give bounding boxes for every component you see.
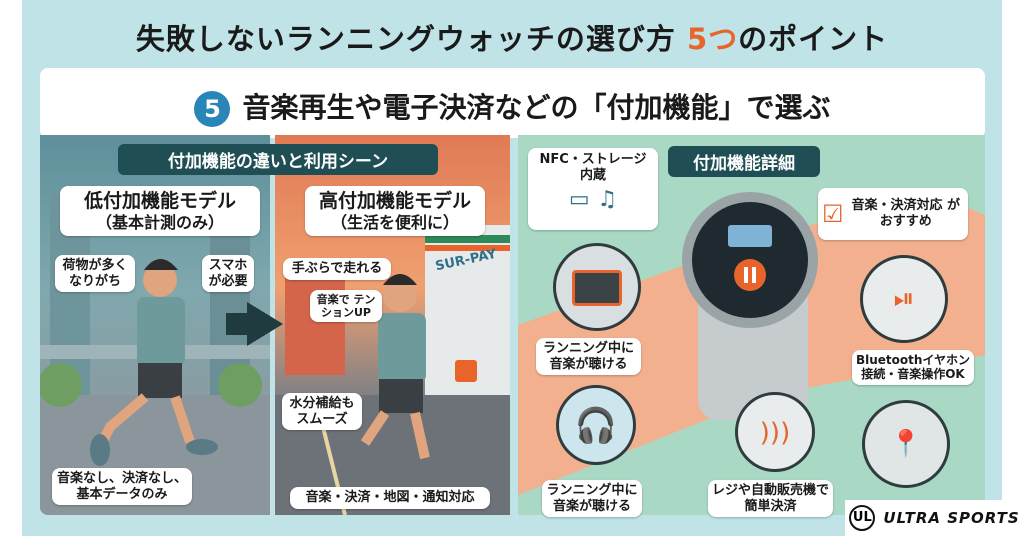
- details-tag: 付加機能詳細: [668, 146, 820, 177]
- music-motivation-bubble: 音楽で テンションUP: [310, 290, 382, 323]
- payment-bubble: レジや自動販売機で 簡単決済: [708, 480, 833, 518]
- point-header: 5 音楽再生や電子決済などの「付加機能」で選ぶ: [40, 68, 985, 138]
- rainy-city-runner-illustration: [40, 195, 270, 515]
- music-feature-bubble-1: ランニング中に 音楽が聴ける: [536, 338, 641, 376]
- high-model-title-bubble: 高付加機能モデル（生活を便利に）: [305, 186, 485, 236]
- music-feature-bubble-2: ランニング中に 音楽が聴ける: [542, 480, 642, 518]
- earbud-play-icon: ⏯: [893, 284, 915, 314]
- point-number-badge: 5: [194, 91, 231, 127]
- credit-card-and-music-icon: ▭ ♫: [568, 187, 618, 213]
- smartphone-bubble: スマホ が必要: [202, 255, 254, 293]
- contactless-icon: ))): [759, 418, 791, 448]
- main-title: 失敗しないランニングウォッチの選び方 5つのポイント: [135, 22, 889, 56]
- brand-logo: UL ULTRA SPORTS: [845, 500, 1024, 536]
- contactless-payment-circle: ))): [735, 392, 815, 472]
- logo-emblem: UL: [849, 505, 876, 531]
- point-title: 音楽再生や電子決済などの「付加機能」で選ぶ: [242, 91, 831, 124]
- recommend-bubble: ☑音楽・決済対応 がおすすめ: [818, 188, 968, 240]
- high-model-caption: 音楽・決済・地図・通知対応: [290, 487, 490, 509]
- checkbox-checked-icon: ☑: [822, 199, 844, 228]
- headphones-icon: 🎧: [574, 406, 618, 446]
- comparison-tag: 付加機能の違いと利用シーン: [118, 144, 438, 175]
- nfc-storage-bubble: NFC・ストレージ 内蔵 ▭ ♫: [528, 148, 658, 230]
- luggage-bubble: 荷物が多く なりがち: [55, 255, 135, 293]
- low-model-title-bubble: 低付加機能モデル（基本計測のみ）: [60, 186, 260, 236]
- low-model-caption: 音楽なし、決済なし、 基本データのみ: [52, 468, 192, 506]
- nfc-chip-icon: [572, 270, 622, 306]
- arrow-body: [226, 313, 250, 335]
- hydration-bubble: 水分補給も スムーズ: [282, 393, 362, 431]
- bluetooth-earbuds-circle: ⏯: [860, 255, 948, 343]
- arrow-right-icon: [247, 302, 283, 346]
- map-navigation-circle: 📍: [862, 400, 950, 488]
- nfc-chip-circle: [553, 243, 641, 331]
- hands-free-bubble: 手ぶらで走れる: [283, 258, 391, 280]
- bluetooth-bubble: Bluetoothイヤホン 接続・音楽操作OK: [852, 350, 974, 385]
- headphone-listener-circle: 🎧: [556, 385, 636, 465]
- map-pin-icon: 📍: [889, 429, 923, 459]
